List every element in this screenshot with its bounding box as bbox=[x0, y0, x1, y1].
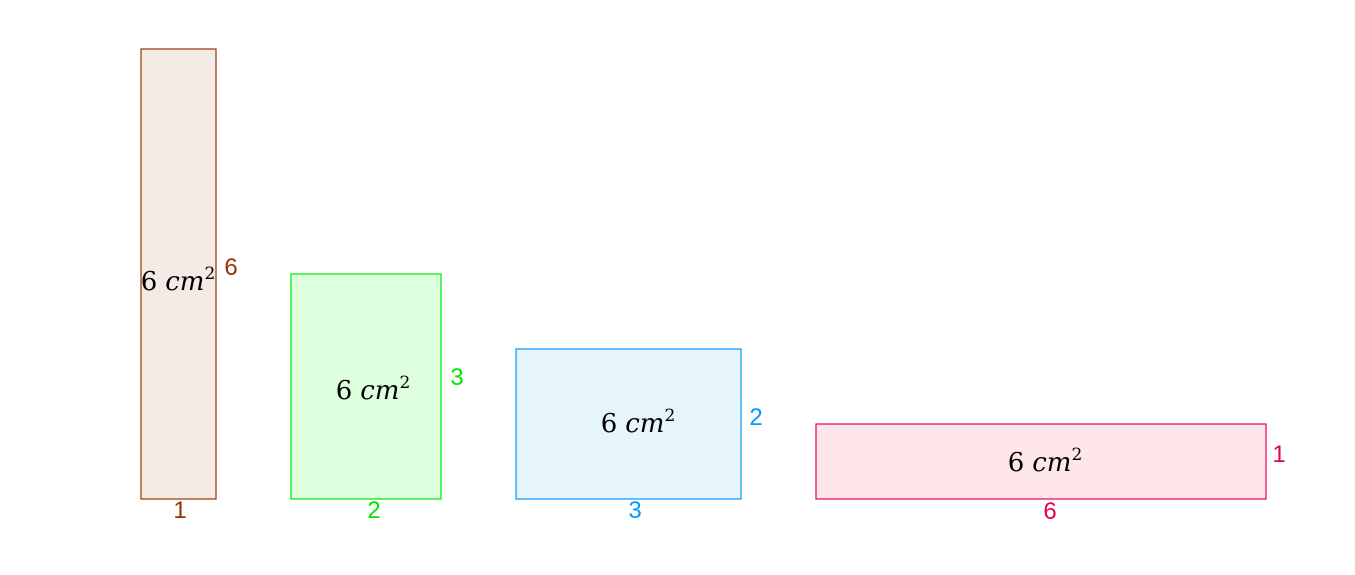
rectangle-4-area-exponent: 2 bbox=[1071, 445, 1082, 465]
rectangle-1-shape bbox=[140, 48, 217, 500]
rectangle-4-height-label: 1 bbox=[1272, 441, 1285, 468]
rectangle-1-area-unit: cm bbox=[165, 267, 204, 297]
rectangle-2-height-label: 3 bbox=[450, 364, 463, 391]
rectangle-1-area-value: 6 bbox=[141, 267, 158, 297]
rectangle-2-area-value: 6 bbox=[336, 376, 353, 406]
rectangle-3-area-unit: cm bbox=[625, 409, 664, 439]
rectangle-2-area-exponent: 2 bbox=[399, 373, 410, 393]
rectangle-1-width-label: 1 bbox=[173, 497, 186, 524]
rectangle-4-width-label: 6 bbox=[1043, 498, 1056, 525]
rectangle-2-area-unit: cm bbox=[360, 376, 399, 406]
rectangle-4-area-unit: cm bbox=[1032, 448, 1071, 478]
rectangle-1-height-label: 6 bbox=[224, 254, 237, 281]
rectangle-3-area-value: 6 bbox=[601, 409, 618, 439]
rectangle-1-area-exponent: 2 bbox=[204, 264, 215, 284]
rectangle-3-shape bbox=[515, 348, 742, 500]
rectangle-3-height-label: 2 bbox=[749, 404, 762, 431]
rectangle-4-area-value: 6 bbox=[1008, 448, 1025, 478]
rectangle-3-area-exponent: 2 bbox=[664, 406, 675, 426]
rectangle-3-width-label: 3 bbox=[628, 497, 641, 524]
rectangle-4-shape bbox=[815, 423, 1267, 500]
rectangle-2-shape bbox=[290, 273, 442, 500]
rectangle-2-width-label: 2 bbox=[367, 497, 380, 524]
